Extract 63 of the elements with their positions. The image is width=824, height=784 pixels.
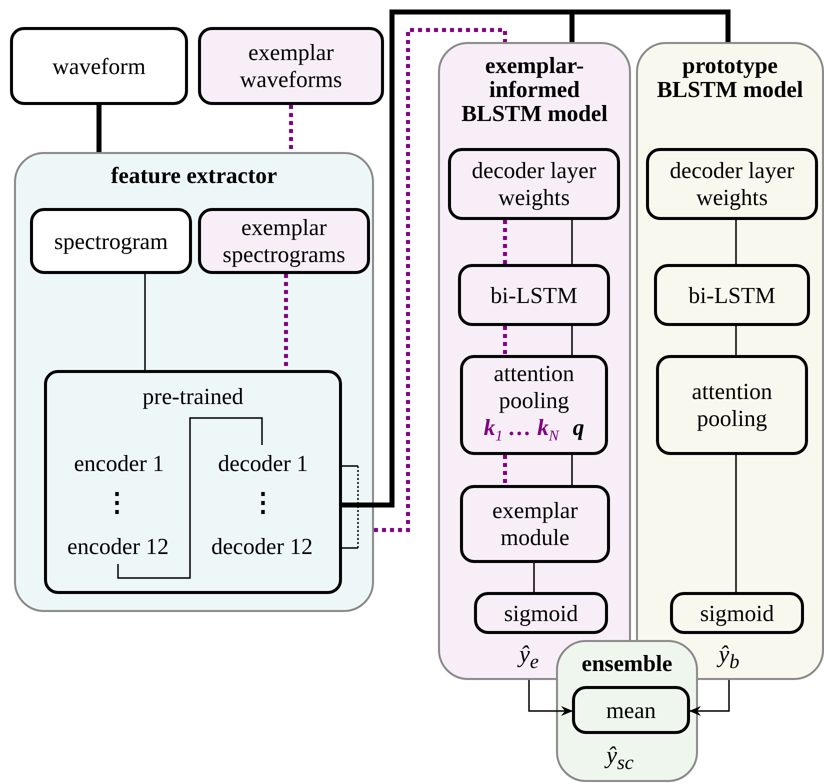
process-box [646,148,818,220]
arrow [689,680,730,716]
process-box [572,686,690,734]
output-label: ŷ$_{e}$ [519,640,539,674]
connector-line [117,417,263,579]
ellipsis-label: ⋮ [104,488,130,518]
box-label: pre-trained [142,383,244,410]
group-title: ensemble [582,652,672,676]
output-label: ŷ$_{sc}$ [606,742,634,776]
connector-line [374,28,507,532]
connector-line [735,455,737,592]
connector-line [144,274,146,370]
connector-line [289,105,293,152]
connector-line [735,220,737,264]
process-box [460,485,610,563]
arrow [528,680,573,716]
process-box [30,208,192,274]
ellipsis-label: ⋮ [250,488,276,518]
process-box [474,592,608,634]
box-label: bi-LSTM [490,282,578,308]
process-box [198,208,370,274]
connector-line [533,563,535,592]
layer-text: encoder 1 [74,450,164,476]
connector-line [571,455,573,485]
box-label: decoder layer weights [668,157,796,211]
box-label: exemplar spectrograms [222,214,346,268]
box-label: bi-LSTM [688,282,776,308]
box-label: mean [606,696,656,724]
group-title: feature extractor [110,164,278,188]
layer-text: encoder 12 [67,532,169,560]
process-box [460,355,608,455]
connector-line [735,326,737,355]
group-panel [556,640,698,782]
math-symbol: q [572,414,584,441]
process-box [10,27,188,105]
connector-line [503,326,507,355]
connector-line [571,220,573,264]
connector-line [96,105,102,152]
group-panel [14,152,374,612]
group-title: exemplar-informed BLSTM model [460,54,609,126]
box-label: sigmoid [504,600,578,626]
box-label: exemplar waveforms [238,39,344,93]
process-box [458,264,610,326]
layer-text: decoder 12 [211,532,313,560]
box-label: spectrogram [54,228,168,254]
process-box [654,264,810,326]
math-symbol: k$_{1}$ … k$_{N}$ [484,414,559,446]
process-box [670,592,804,634]
connector-line [571,326,573,355]
connector-line [503,455,507,485]
process-box [448,148,620,220]
box-label: decoder layer weights [470,157,598,211]
output-label: ŷ$_{b}$ [718,640,740,674]
model-box [44,370,342,594]
box-label: attention pooling [690,378,774,432]
layer-text: decoder 1 [218,450,308,476]
group-title: prototype BLSTM model [656,54,804,102]
box-label: waveform [52,52,146,80]
process-box [198,27,384,105]
box-label: sigmoid [700,600,774,626]
box-label: exemplar module [491,497,579,551]
connector-line [503,220,507,264]
process-box [656,355,808,455]
